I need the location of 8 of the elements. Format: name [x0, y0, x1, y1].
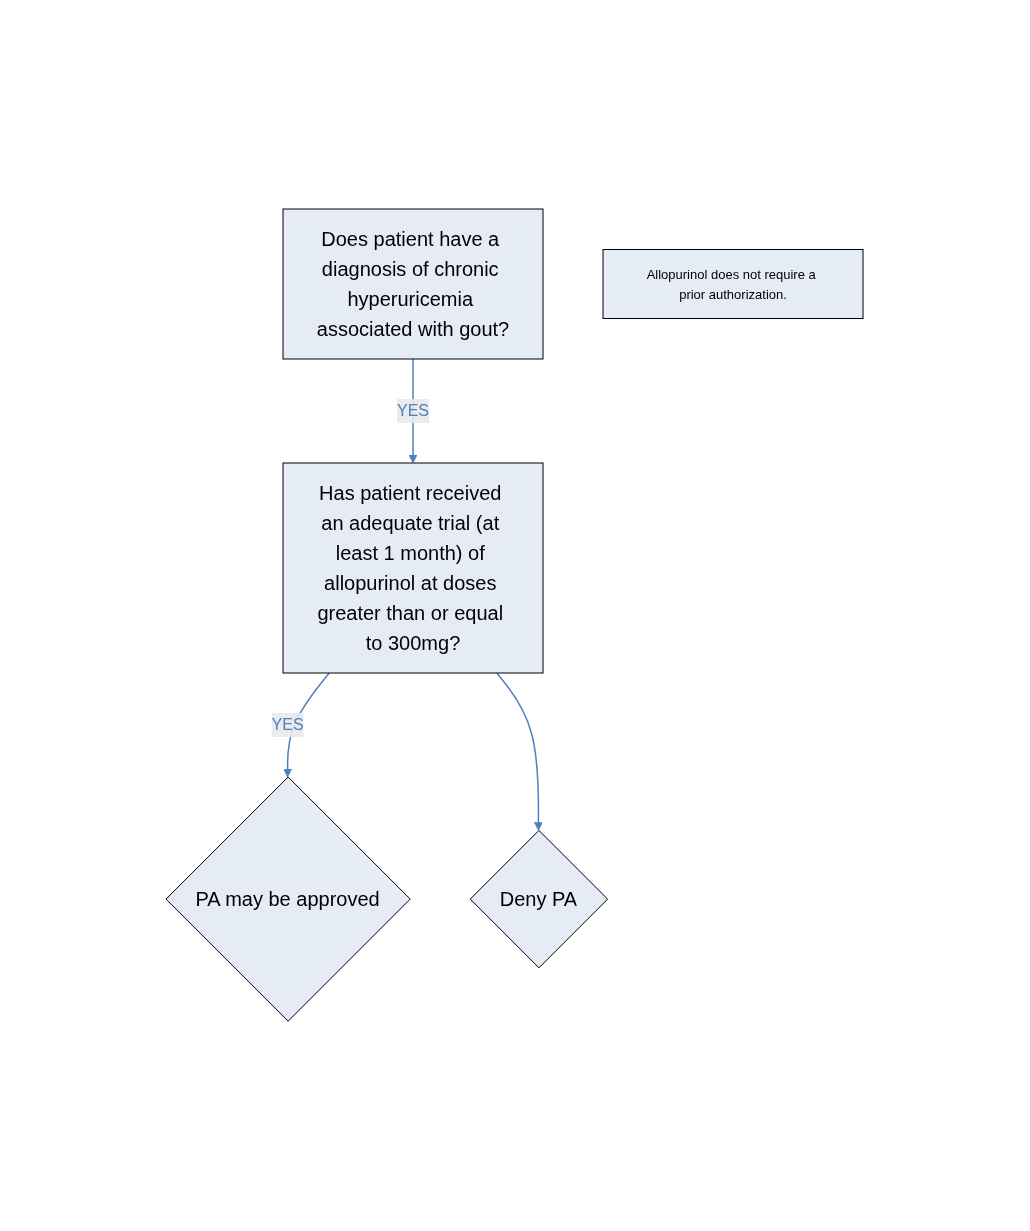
node-box: Allopurinol does not require a prior authorization.: [603, 249, 864, 320]
edge-label: YES: [397, 402, 430, 420]
node-box: Has patient received an adequate trial (at least 1 month) of allopurinol at doses greater than or equal to 300mg?: [283, 462, 544, 674]
edge-label: YES: [272, 716, 305, 734]
arrow: [496, 672, 544, 832]
node-box: Does patient have a diagnosis of chronic hyperuricemia associated with gout?: [283, 208, 544, 360]
node-diamond: Deny PA: [470, 830, 609, 969]
node-diamond: PA may be approved: [166, 776, 412, 1023]
